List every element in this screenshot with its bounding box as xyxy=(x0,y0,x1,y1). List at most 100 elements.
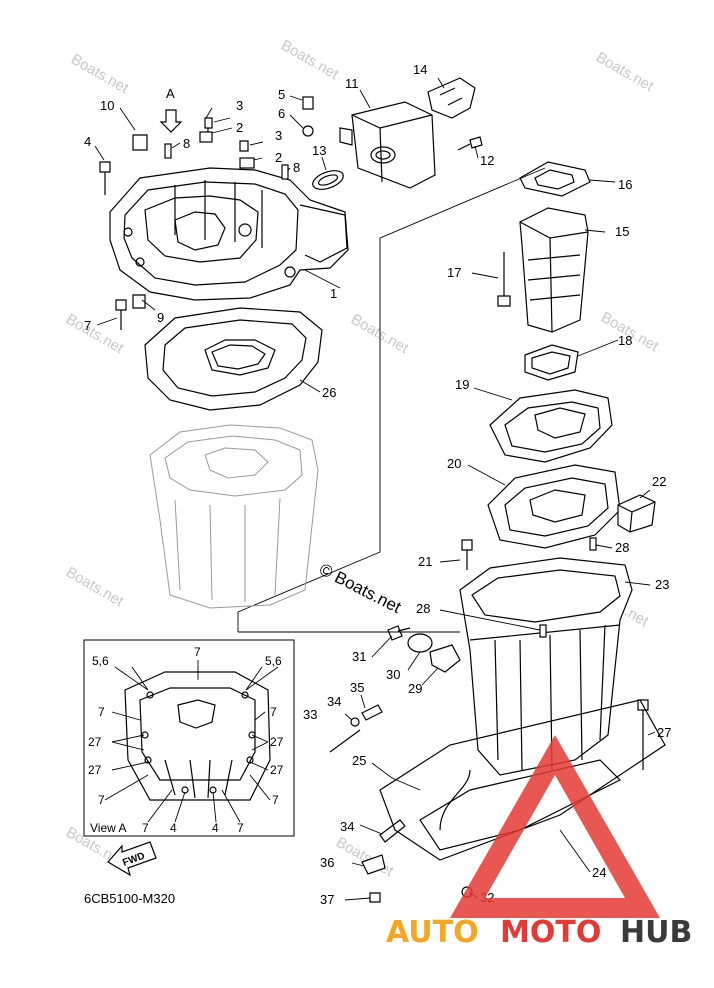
watermark-text: Boats.net xyxy=(68,51,132,98)
fwd-arrow-icon xyxy=(107,841,157,877)
callout-28: 28 xyxy=(416,601,430,616)
callout-25: 25 xyxy=(352,753,366,768)
bracket-part xyxy=(427,77,476,119)
plate-gasket-lower xyxy=(489,389,613,463)
bolt xyxy=(115,299,127,330)
pin xyxy=(281,164,289,180)
screw xyxy=(239,140,249,152)
bolt xyxy=(369,892,381,903)
automotohub-logo: AUTO MOTO HUB xyxy=(386,735,692,950)
fitting xyxy=(132,134,148,151)
inset-callout-7: 7 xyxy=(98,705,105,719)
drain-bolt xyxy=(132,294,146,309)
callout-7: 7 xyxy=(84,318,91,333)
callout-15: 15 xyxy=(615,224,629,239)
plate-gasket xyxy=(519,161,591,197)
casing-gasket xyxy=(144,307,323,411)
inset-frame xyxy=(83,639,295,837)
stud xyxy=(329,729,361,753)
callout-28: 28 xyxy=(615,540,629,555)
callout-labels: 1 2 2 3 3 4 5 6 7 8 8 9 10 11 12 13 14 1… xyxy=(84,62,671,907)
callout-29: 29 xyxy=(408,681,422,696)
hose xyxy=(361,704,383,721)
watermark-text: Boats.net xyxy=(63,311,127,358)
inset-callout-27: 27 xyxy=(88,735,102,749)
grommet xyxy=(429,644,461,673)
callout-6: 6 xyxy=(278,106,285,121)
inset-callout-5-6: 5,6 xyxy=(92,654,109,668)
callout-31: 31 xyxy=(352,649,366,664)
bracket xyxy=(361,854,386,875)
collar xyxy=(199,131,213,143)
watermark-text: Boats.net xyxy=(593,49,657,96)
callout-26: 26 xyxy=(322,385,336,400)
inset-callout-27: 27 xyxy=(88,763,102,777)
inset-callout-7: 7 xyxy=(142,821,149,835)
callout-2: 2 xyxy=(236,120,243,135)
leader-lines xyxy=(94,77,656,901)
callout-21: 21 xyxy=(418,554,432,569)
callout-27: 27 xyxy=(657,725,671,740)
lower-casing xyxy=(459,557,633,776)
copyright-text: © Boats.net xyxy=(316,560,404,617)
callout-9: 9 xyxy=(157,310,164,325)
seal-ring xyxy=(312,170,344,190)
pin xyxy=(539,624,547,638)
exhaust-box xyxy=(339,101,436,189)
callout-13: 13 xyxy=(312,143,326,158)
inset-title: View A xyxy=(90,821,126,835)
upper-casing xyxy=(109,167,349,301)
callout-11: 11 xyxy=(345,76,359,91)
callout-3: 3 xyxy=(275,128,282,143)
logo-text-moto: MOTO xyxy=(500,915,601,950)
inset-callout-7: 7 xyxy=(98,793,105,807)
inset-callout-4: 4 xyxy=(212,821,219,835)
callout-33: 33 xyxy=(303,707,317,722)
view-a-inset: View A 5,6 5,6 7 7 7 27 27 27 27 7 7 7 4… xyxy=(83,639,295,837)
inset-callout-27: 27 xyxy=(270,735,284,749)
inset-callout-27: 27 xyxy=(270,763,284,777)
pin xyxy=(164,143,172,159)
inset-callout-7: 7 xyxy=(270,705,277,719)
inset-callout-7: 7 xyxy=(194,645,201,659)
callout-8: 8 xyxy=(293,160,300,175)
callout-34: 34 xyxy=(327,694,341,709)
bolt xyxy=(302,96,314,110)
bolt xyxy=(457,136,483,151)
long-bolt xyxy=(637,699,649,770)
callout-18: 18 xyxy=(618,333,632,348)
clamp xyxy=(407,633,433,653)
logo-text-auto: AUTO xyxy=(386,915,479,950)
washer xyxy=(302,125,314,137)
filter-housing xyxy=(519,207,589,333)
callout-4: 4 xyxy=(84,134,91,149)
clip xyxy=(350,717,360,727)
watermark-text: Boats.net xyxy=(63,564,127,611)
filter-seal xyxy=(524,344,579,381)
cover-plate xyxy=(487,464,621,549)
ghost-casing-outline xyxy=(149,424,319,609)
collar xyxy=(239,157,255,169)
pin xyxy=(589,537,597,551)
inset-callout-7: 7 xyxy=(237,821,244,835)
inset-callout-5-6: 5,6 xyxy=(265,654,282,668)
hardware-parts xyxy=(99,96,649,903)
rubber-block xyxy=(617,494,656,533)
bolt xyxy=(461,539,473,570)
callout-19: 19 xyxy=(455,377,469,392)
callout-35: 35 xyxy=(350,680,364,695)
lower-apron xyxy=(379,699,666,861)
callout-20: 20 xyxy=(447,456,461,471)
callout-30: 30 xyxy=(386,667,400,682)
inset-callout-4: 4 xyxy=(170,821,177,835)
callout-36: 36 xyxy=(320,855,334,870)
view-arrow-label: A xyxy=(166,86,175,101)
hose xyxy=(379,819,406,843)
fwd-arrow: FWD xyxy=(107,841,157,877)
logo-triangle xyxy=(450,735,660,918)
view-arrow-icon xyxy=(159,109,183,133)
assembly-boundary-line xyxy=(237,167,546,633)
callout-8: 8 xyxy=(183,136,190,151)
bolt xyxy=(387,625,411,641)
